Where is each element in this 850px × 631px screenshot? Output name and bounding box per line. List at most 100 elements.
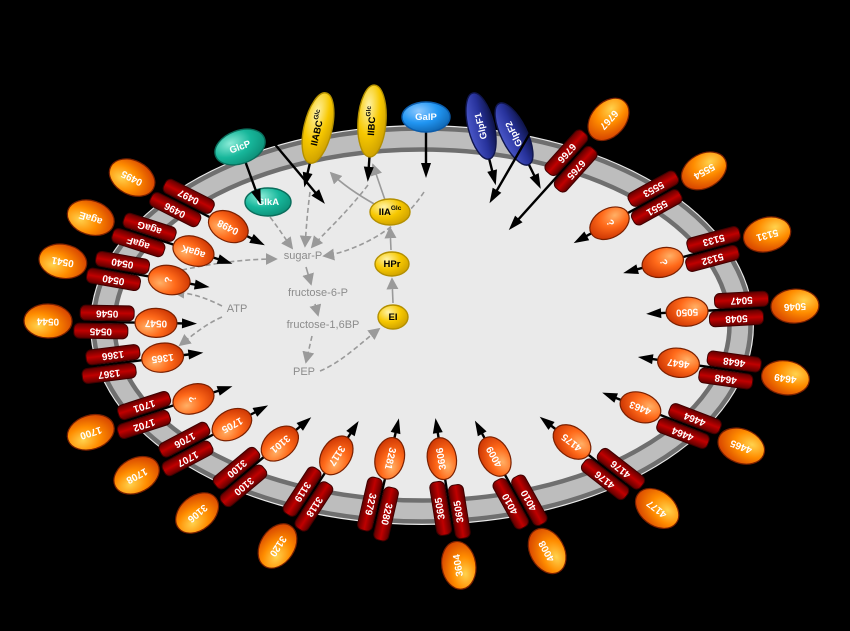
permease-subunit-0540: [85, 267, 142, 292]
permease-subunit-4648: [698, 367, 754, 390]
substrate-transport-arrow-head: [573, 231, 590, 244]
permease-label: 0545: [89, 325, 112, 336]
extra-arrows-layer: [225, 70, 568, 204]
transporter-label-text: IIBC: [365, 116, 377, 136]
substrate-transport-arrow-head: [249, 233, 265, 246]
protein-label-text: GlkA: [257, 197, 279, 208]
dashed-arrow-iibc-to-sugarp: [310, 184, 369, 249]
substrate-binding-protein-label: 3604: [452, 553, 466, 577]
permease-label: 5047: [730, 294, 753, 306]
permease-label: 4648: [722, 354, 746, 368]
substrate-binding-protein-6767: [587, 97, 630, 142]
protein-label-superscript: Glc: [391, 205, 402, 212]
permease-subunit-6766: [544, 129, 589, 177]
atpase-subunit-?: [172, 383, 215, 415]
metabolite-PEP: PEP: [293, 366, 315, 378]
transporter-label-superscript: Glc: [312, 108, 321, 120]
substrate-transport-arrow-head: [296, 417, 312, 431]
substrate-transport-arrow-head: [252, 405, 269, 417]
transporter-GlcP: GlcP: [214, 88, 266, 205]
arrow-shaft: [494, 70, 568, 193]
atpase-subunit-4009: [477, 436, 512, 477]
permease-label: 3605: [433, 496, 447, 520]
substrate-binding-protein-agaE: [66, 199, 115, 237]
permease-subunit-5132: [685, 244, 740, 272]
substrate-binding-protein-5131: [742, 216, 792, 253]
substrate-transport-arrow-head: [602, 392, 618, 403]
atpase-label: ?: [163, 276, 175, 284]
substrate-transport-arrow-head: [390, 418, 401, 435]
substrate-transport-arrow-head: [421, 163, 431, 178]
dashed-arrow-f16bp-to-pep: [302, 335, 315, 364]
atpase-subunit-?: [589, 206, 630, 241]
transporter-IIABC: IIABCGlc: [301, 67, 335, 188]
atpase-subunit-3101: [260, 425, 300, 462]
atpase-subunit-?: [147, 264, 191, 296]
membrane-crossing-arrow: [225, 85, 325, 204]
permease-subunit-5551: [630, 189, 683, 226]
permease-label: 3605: [452, 499, 466, 523]
pathway-layer: [172, 163, 425, 372]
membrane-crossing-arrow: [489, 70, 568, 204]
permease-label: 0546: [96, 307, 119, 318]
atpase-label: ?: [187, 394, 199, 403]
transporter-label-superscript: Glc: [365, 105, 373, 116]
permease-subunit-1702: [116, 409, 171, 440]
metabolite-sugar-P: sugar-P: [284, 250, 323, 262]
substrate-binding-protein-5046: [770, 288, 820, 324]
atpase-subunit-agaK: [172, 235, 215, 267]
protein-label-text: HPr: [384, 259, 401, 270]
dashed-arrow-glka-to-sugarp: [269, 216, 294, 250]
arrow-ei-to-hpr: [386, 277, 399, 304]
atpase-subunit-3606: [426, 437, 458, 481]
permease-subunit-4010: [511, 474, 548, 527]
arrow-iia-to-iiabc: [329, 171, 377, 206]
permease-subunit-4648: [706, 350, 762, 373]
transporter-body-IIABC: [301, 92, 335, 164]
substrate-transport-arrow-head: [251, 188, 261, 205]
substrate-transport-arrow-head: [216, 254, 233, 264]
permease-subunit-0545: [73, 322, 129, 340]
atpase-subunit-0547: [134, 307, 178, 339]
transporter-label-text: GalP: [415, 112, 437, 123]
permease-subunit-3605: [448, 484, 471, 540]
permease-subunit-5047: [713, 290, 770, 309]
permease-subunit-5133: [686, 226, 741, 254]
substrate-transport-arrow-head: [193, 279, 210, 290]
substrate-transport-arrow-head: [216, 386, 233, 396]
transporter-label: IIBCGlc: [363, 105, 378, 136]
substrate-binding-protein-label: 4649: [773, 371, 797, 385]
transporter-IIBC: IIBCGlc: [357, 59, 387, 182]
substrate-transport-arrow-head: [346, 421, 359, 437]
transporter-GlpF1: GlpF1: [464, 65, 497, 186]
permease-label: 5048: [725, 312, 748, 324]
atpase-subunit-1365: [141, 342, 185, 373]
protein-label: EI: [389, 312, 398, 323]
atpase-label: 0547: [144, 317, 167, 328]
permease-subunit-agaG: [122, 212, 177, 242]
cell-body: [90, 125, 754, 525]
permease-subunit-3118: [294, 481, 334, 532]
protein-label-text: EI: [389, 312, 398, 323]
substrate-binding-protein-label: 5046: [783, 300, 806, 312]
substrate-binding-protein-3106: [175, 492, 220, 534]
substrate-transport-arrow-head: [623, 264, 639, 275]
transporter-GalP: GalP: [401, 55, 451, 178]
arrow-head: [489, 187, 502, 204]
protein-label-text: IIA: [379, 207, 391, 218]
substrate-binding-protein-4649: [760, 360, 810, 396]
substrate-transport-arrow-head: [646, 308, 662, 319]
permease-label: 0540: [110, 255, 134, 270]
protein-label: GlkA: [257, 197, 279, 208]
substrate-transport-arrow-head: [637, 354, 654, 365]
dashed-arrow-galp-to-sugarp: [322, 191, 425, 261]
